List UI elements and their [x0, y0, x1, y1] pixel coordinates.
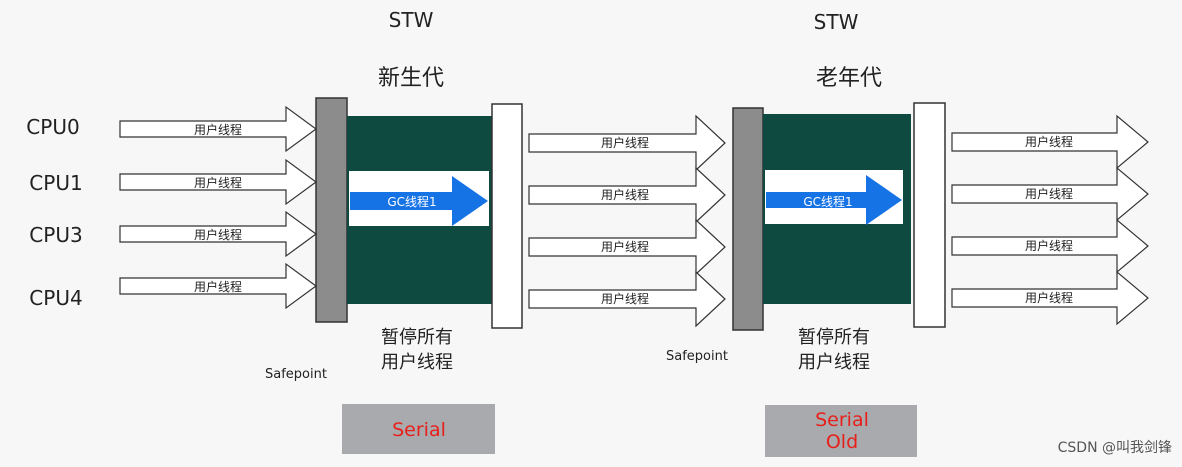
- phase-title-old: 老年代: [816, 66, 882, 91]
- user-thread-arrow: 用户线程: [951, 218, 1149, 274]
- user-thread-arrow: 用户线程: [951, 114, 1149, 170]
- watermark: CSDN @叫我剑锋: [1057, 440, 1172, 456]
- safepoint-label-2: Safepoint: [666, 349, 728, 364]
- user-thread-label: 用户线程: [1025, 238, 1073, 253]
- pause-text-2-line2: 用户线程: [798, 352, 870, 373]
- pause-text-1-line2: 用户线程: [381, 352, 453, 373]
- gc-thread-arrow-1: GC线程1: [350, 176, 488, 226]
- user-thread-arrow: 用户线程: [951, 270, 1149, 326]
- safepoint-bar-1: [315, 97, 348, 323]
- stw-label-2: STW: [814, 10, 859, 34]
- user-thread-label: 用户线程: [1025, 186, 1073, 201]
- user-thread-arrow: 用户线程: [119, 105, 318, 153]
- collector-label-serial-old-line2: Old: [826, 431, 858, 453]
- resume-bar-2: [913, 102, 946, 328]
- phase-title-young: 新生代: [378, 66, 444, 91]
- user-thread-label: 用户线程: [194, 122, 242, 137]
- collector-box-serial: [342, 404, 495, 454]
- gc-thread-label-2: GC线程1: [803, 194, 852, 209]
- user-thread-label: 用户线程: [194, 227, 242, 242]
- user-thread-arrows-group-2: 用户线程 用户线程 用户线程 用户线程: [528, 114, 726, 328]
- user-thread-label: 用户线程: [601, 291, 649, 306]
- safepoint-label-1: Safepoint: [265, 367, 327, 382]
- collector-label-serial: Serial: [392, 419, 446, 441]
- cpu-label-2: CPU3: [29, 223, 82, 247]
- user-thread-arrow: 用户线程: [119, 210, 318, 258]
- collector-label-serial-old-line1: Serial: [815, 409, 869, 431]
- user-thread-arrow: 用户线程: [528, 166, 726, 224]
- gc-thread-arrow-2: GC线程1: [766, 175, 902, 225]
- cpu-label-3: CPU4: [29, 286, 82, 310]
- user-thread-label: 用户线程: [1025, 290, 1073, 305]
- user-thread-label: 用户线程: [601, 239, 649, 254]
- user-thread-arrow: 用户线程: [528, 218, 726, 276]
- user-thread-arrow: 用户线程: [528, 270, 726, 328]
- user-thread-arrow: 用户线程: [119, 262, 318, 310]
- user-thread-arrows-group-1: 用户线程 用户线程 用户线程 用户线程: [119, 105, 318, 310]
- user-thread-label: 用户线程: [194, 175, 242, 190]
- resume-bar-1: [491, 103, 523, 329]
- gc-thread-label-1: GC线程1: [387, 194, 436, 209]
- user-thread-label: 用户线程: [1025, 134, 1073, 149]
- safepoint-bar-2: [732, 107, 764, 331]
- pause-text-1-line1: 暂停所有: [381, 327, 453, 348]
- stw-label-1: STW: [389, 8, 434, 32]
- user-thread-label: 用户线程: [601, 187, 649, 202]
- cpu-label-0: CPU0: [26, 115, 79, 139]
- user-thread-arrow: 用户线程: [528, 114, 726, 172]
- user-thread-label: 用户线程: [194, 279, 242, 294]
- user-thread-arrow: 用户线程: [119, 158, 318, 206]
- user-thread-label: 用户线程: [601, 135, 649, 150]
- collector-box-serial-old: [765, 405, 917, 457]
- user-thread-arrow: 用户线程: [951, 166, 1149, 222]
- user-thread-arrows-group-3: 用户线程 用户线程 用户线程 用户线程: [951, 114, 1149, 326]
- pause-text-2-line1: 暂停所有: [798, 327, 870, 348]
- cpu-label-1: CPU1: [29, 171, 82, 195]
